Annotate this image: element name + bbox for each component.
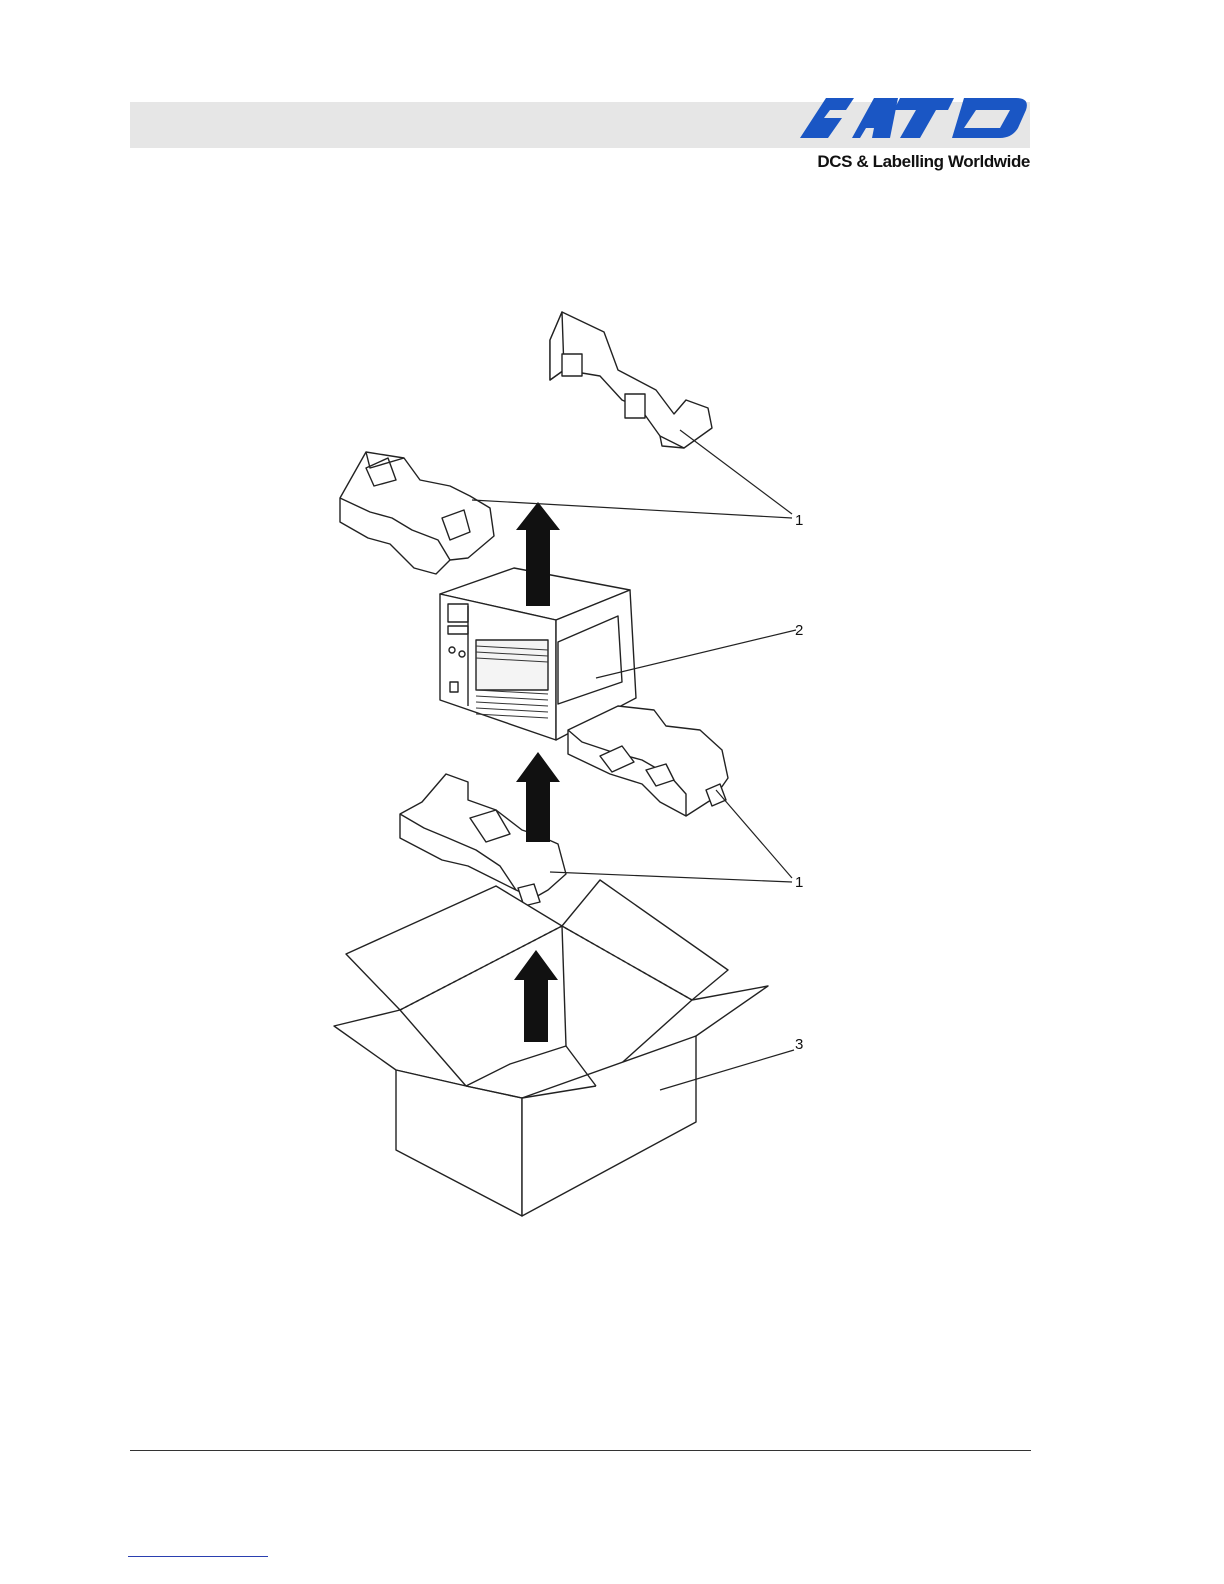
sato-logo [796,96,1032,140]
footer-divider [130,1450,1031,1451]
lift-arrow-bottom [514,950,558,1042]
callout-label-printer: 2 [795,622,803,639]
foam-cushion-top-right [550,312,712,448]
lift-arrow-middle [516,752,560,842]
footer-link-underline [128,1556,268,1557]
callout-label-packing-material-top: 1 [795,512,803,529]
cardboard-box [334,880,768,1216]
callout-label-box: 3 [795,1036,803,1053]
brand-tagline: DCS & Labelling Worldwide [796,152,1030,172]
callout-label-packing-material-bottom: 1 [795,874,803,891]
foam-cushion-bottom-right [568,706,728,816]
foam-cushion-top-left [340,452,494,574]
unpacking-illustration [300,290,860,1250]
